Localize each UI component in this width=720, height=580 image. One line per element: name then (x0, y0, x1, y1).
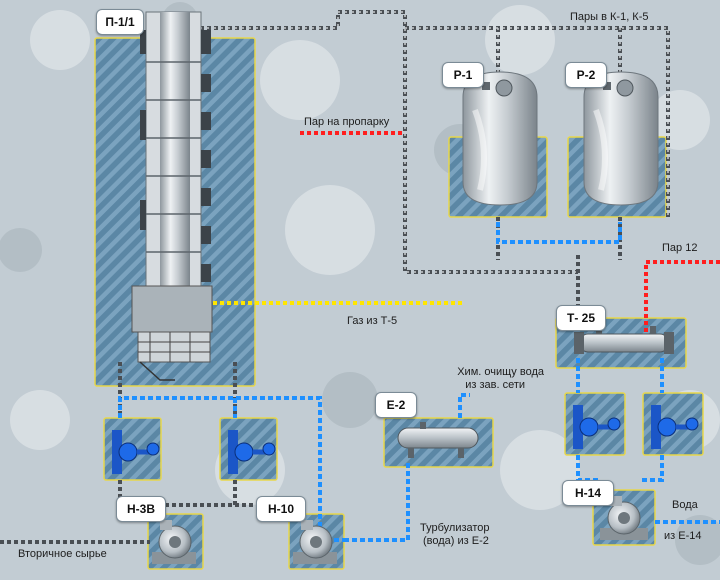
r2-hatch-icon (617, 80, 633, 96)
label-turbulizer-1: Турбулизатор (420, 522, 490, 535)
label-water-2: из Е-14 (664, 530, 701, 543)
label-steam-to-steaming: Пар на пропарку (304, 116, 389, 129)
tag-r2[interactable]: Р-2 (565, 62, 607, 88)
tag-p11[interactable]: П-1/1 (96, 9, 144, 35)
label-chem-water-1: Хим. очищу вода (444, 366, 544, 379)
label-water-1: Вода (672, 499, 698, 512)
tag-t25[interactable]: Т- 25 (556, 305, 606, 331)
reactor-r1 (463, 72, 537, 205)
tag-r1[interactable]: Р-1 (442, 62, 484, 88)
reactor-r2 (584, 72, 658, 205)
label-gas-from-t5: Газ из Т-5 (347, 315, 397, 328)
tag-n14[interactable]: Н-14 (562, 480, 614, 506)
tag-n10[interactable]: Н-10 (256, 496, 306, 522)
label-secondary-feed: Вторичное сырье (18, 548, 107, 561)
label-turbulizer-2: (вода) из Е-2 (423, 535, 489, 548)
r1-hatch-icon (496, 80, 512, 96)
tag-e2[interactable]: Е-2 (375, 392, 417, 418)
label-chem-water-2: из зав. сети (444, 379, 525, 392)
label-vapors-k1-k5: Пары в К-1, К-5 (570, 11, 649, 24)
label-steam-12: Пар 12 (662, 242, 697, 255)
tag-n3v[interactable]: Н-3В (116, 496, 166, 522)
